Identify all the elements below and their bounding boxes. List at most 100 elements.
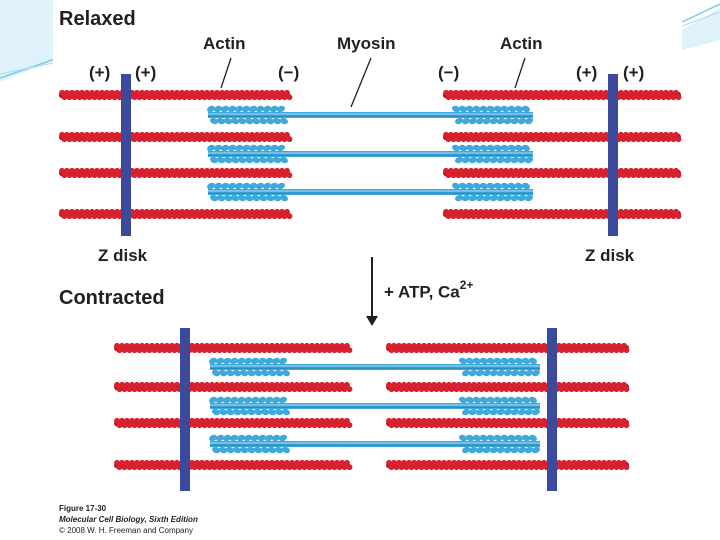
actin-monomer xyxy=(408,464,415,471)
actin-monomer xyxy=(154,417,160,424)
actin-monomer xyxy=(566,417,572,424)
actin-monomer xyxy=(196,347,203,354)
actin-monomer xyxy=(403,347,410,354)
actin-monomer xyxy=(314,381,320,388)
actin-monomer xyxy=(595,136,602,143)
actin-monomer xyxy=(583,208,589,215)
actin-monomer xyxy=(428,464,435,471)
myosin-head xyxy=(227,144,237,152)
actin-monomer xyxy=(591,417,597,424)
actin-monomer xyxy=(139,208,145,215)
actin-monomer xyxy=(81,213,88,220)
actin-monomer xyxy=(344,381,350,388)
myosin-head xyxy=(269,182,279,190)
actin-monomer xyxy=(460,136,467,143)
actin-monomer xyxy=(116,136,123,143)
myosin-head xyxy=(486,434,496,442)
actin-monomer xyxy=(455,136,462,143)
actin-monomer xyxy=(146,422,153,429)
actin-monomer xyxy=(451,381,457,388)
actin-monomer xyxy=(189,417,195,424)
actin-monomer xyxy=(583,89,589,96)
myosin-head xyxy=(251,117,261,125)
myosin-head xyxy=(517,194,527,202)
actin-monomer xyxy=(276,136,283,143)
actin-monomer xyxy=(428,422,435,429)
actin-monomer xyxy=(526,417,532,424)
actin-monomer xyxy=(204,342,210,349)
actin-monomer xyxy=(598,386,605,393)
calcium-charge: 2+ xyxy=(459,278,474,292)
actin-monomer xyxy=(209,131,215,138)
actin-monomer xyxy=(271,422,278,429)
actin-monomer xyxy=(296,386,303,393)
actin-monomer xyxy=(650,136,657,143)
actin-monomer xyxy=(199,342,205,349)
actin-monomer xyxy=(518,464,525,471)
actin-monomer xyxy=(166,136,173,143)
actin-monomer xyxy=(169,459,175,466)
actin-monomer xyxy=(59,131,65,138)
actin-monomer xyxy=(329,342,335,349)
myosin-head xyxy=(274,408,284,416)
actin-monomer xyxy=(585,94,592,101)
actin-monomer xyxy=(221,347,228,354)
actin-monomer xyxy=(478,422,485,429)
actin-monomer xyxy=(640,213,647,220)
actin-monomer xyxy=(483,347,490,354)
actin-monomer xyxy=(316,386,323,393)
actin-monomer xyxy=(461,459,467,466)
actin-monomer xyxy=(571,459,577,466)
actin-monomer xyxy=(251,213,258,220)
actin-monomer xyxy=(616,417,622,424)
actin-monomer xyxy=(453,386,460,393)
actin-monomer xyxy=(301,464,308,471)
actin-monomer xyxy=(141,347,148,354)
actin-monomer xyxy=(463,208,469,215)
actin-monomer xyxy=(473,386,480,393)
actin-monomer xyxy=(401,417,407,424)
actin-monomer xyxy=(196,464,203,471)
actin-monomer xyxy=(611,459,617,466)
actin-monomer xyxy=(274,89,280,96)
actin-monomer xyxy=(513,422,520,429)
actin-monomer xyxy=(254,417,260,424)
myosin-head xyxy=(222,357,232,365)
actin-monomer xyxy=(121,464,128,471)
actin-monomer xyxy=(470,213,477,220)
actin-monomer xyxy=(530,172,537,179)
myosin-head xyxy=(243,396,253,404)
actin-monomer xyxy=(164,89,170,96)
actin-monomer xyxy=(448,131,454,138)
actin-monomer xyxy=(171,422,178,429)
actin-monomer xyxy=(458,347,465,354)
myosin-head xyxy=(514,357,524,365)
actin-monomer xyxy=(601,381,607,388)
actin-monomer xyxy=(171,213,178,220)
actin-monomer xyxy=(139,459,145,466)
myosin-head xyxy=(248,182,258,190)
actin-monomer xyxy=(159,417,165,424)
actin-monomer xyxy=(144,381,150,388)
actin-monomer xyxy=(236,94,243,101)
actin-monomer xyxy=(296,347,303,354)
actin-monomer xyxy=(600,172,607,179)
myosin-head xyxy=(458,182,468,190)
actin-monomer xyxy=(506,381,512,388)
myosin-head xyxy=(264,357,274,365)
actin-monomer xyxy=(216,136,223,143)
actin-monomer xyxy=(643,167,649,174)
actin-monomer xyxy=(159,167,165,174)
actin-monomer xyxy=(608,422,615,429)
actin-monomer xyxy=(266,386,273,393)
actin-monomer xyxy=(586,381,592,388)
actin-monomer xyxy=(251,464,258,471)
myosin-head xyxy=(503,156,513,164)
actin-monomer xyxy=(89,89,95,96)
actin-monomer xyxy=(161,422,168,429)
actin-monomer xyxy=(246,347,253,354)
actin-monomer xyxy=(254,167,260,174)
actin-monomer xyxy=(670,136,677,143)
actin-monomer xyxy=(518,167,524,174)
actin-monomer xyxy=(166,94,173,101)
